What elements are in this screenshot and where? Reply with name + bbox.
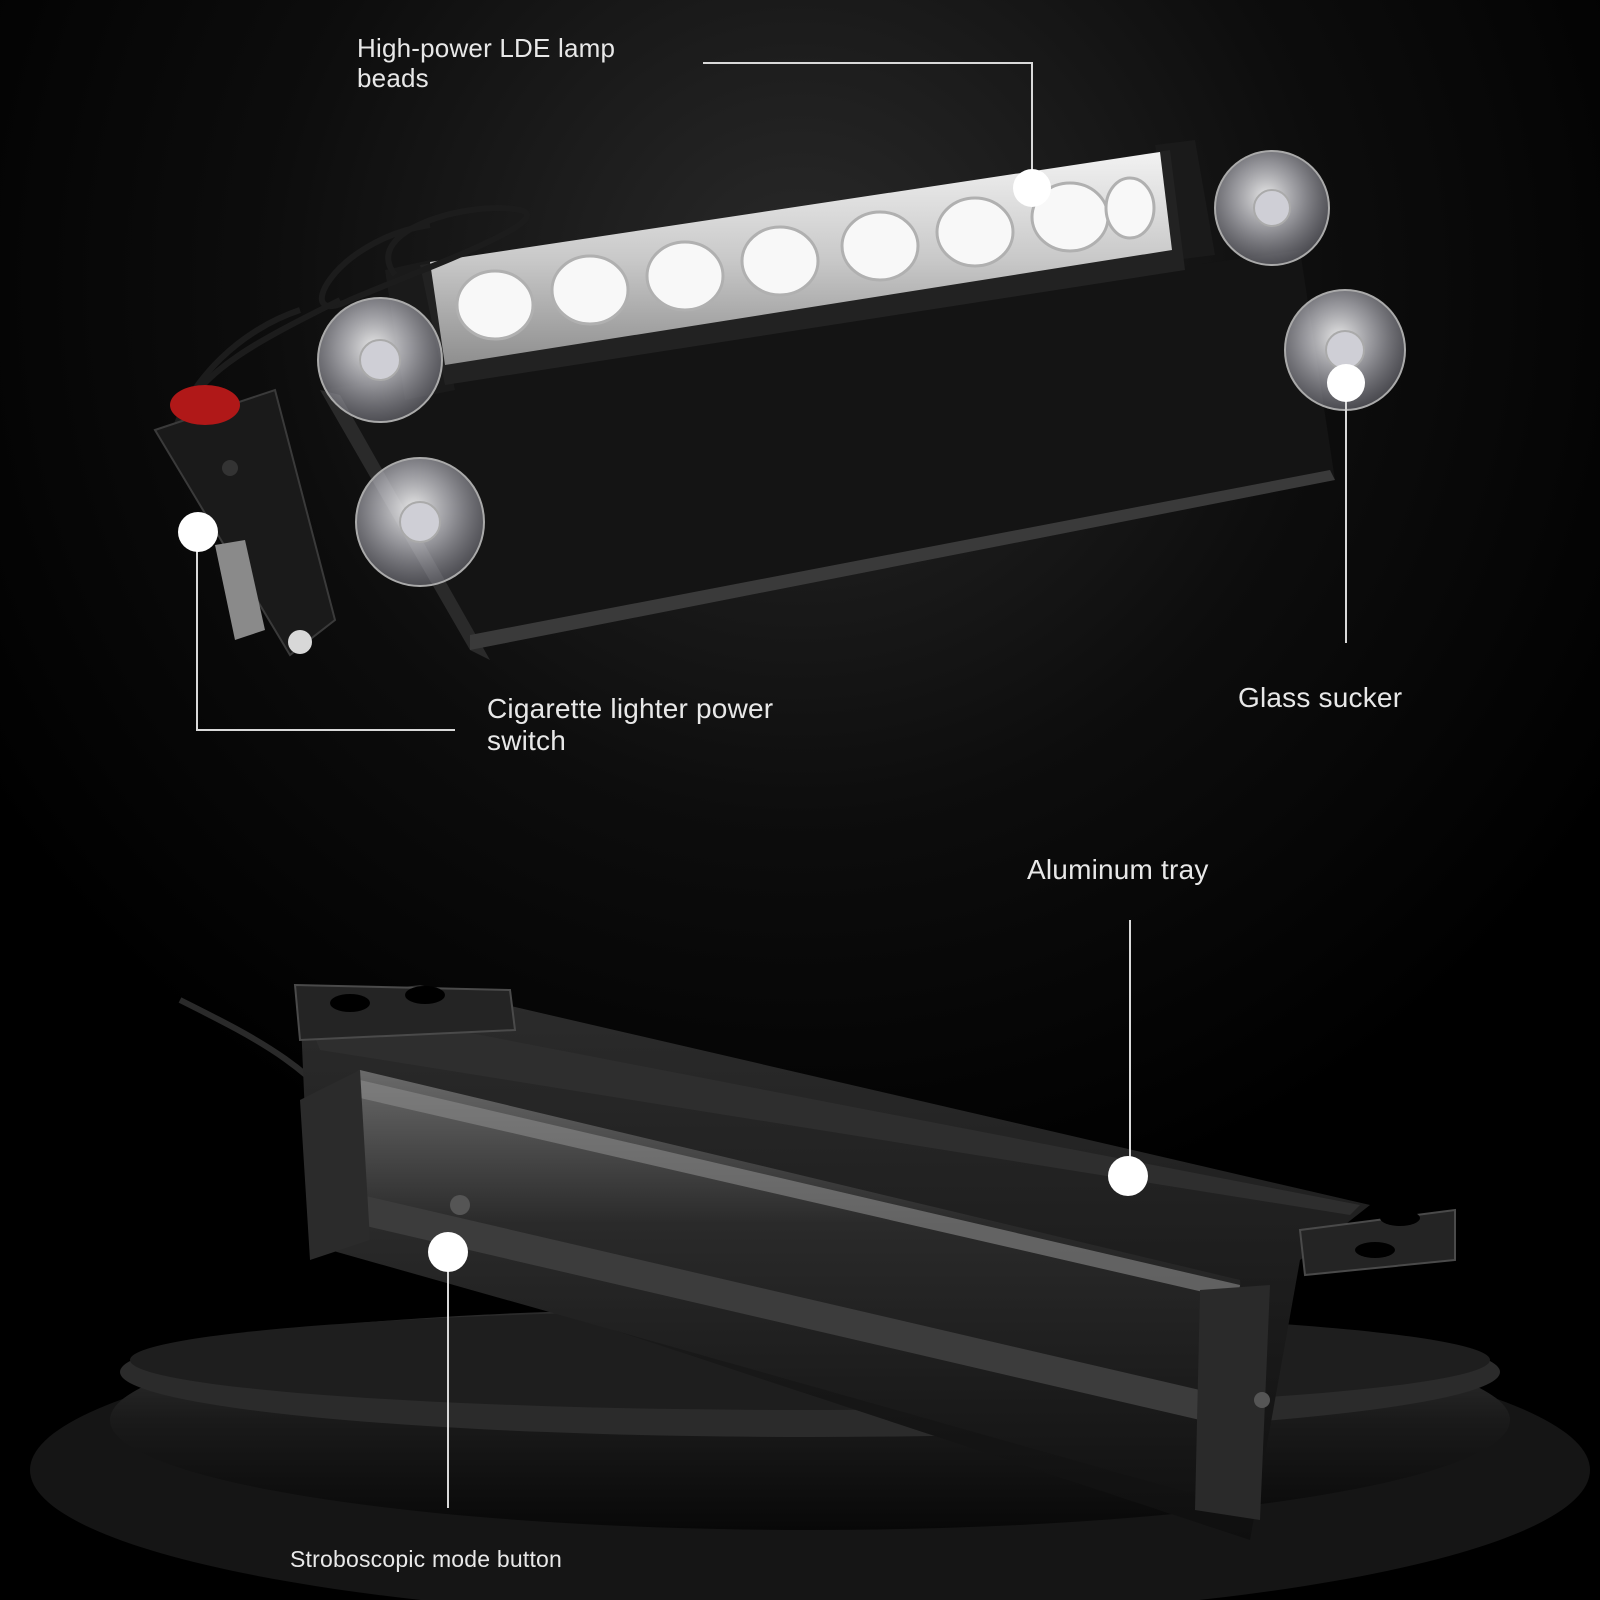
callout-dot-tray — [1108, 1156, 1148, 1196]
aluminum-tray-label: Aluminum tray — [1027, 854, 1209, 885]
cigarette-lighter-plug — [153, 385, 337, 657]
light-bar-front-view — [153, 140, 1406, 660]
glass-sucker-label: Glass sucker — [1238, 682, 1403, 713]
callout-dots — [178, 169, 1365, 1272]
light-bar-rear-view — [178, 983, 1456, 1540]
lamp-beads-label: High-power LDE lamp beads — [357, 33, 616, 93]
strobe-button-hardware — [450, 1195, 470, 1215]
callout-dot-lamp — [1013, 169, 1051, 207]
callout-dot-strobe — [428, 1232, 468, 1272]
lighter-switch-label: Cigarette lighter power switch — [487, 693, 774, 757]
callout-dot-sucker — [1327, 364, 1365, 402]
strobe-button-label: Stroboscopic mode button — [290, 1546, 563, 1572]
suction-cups — [317, 150, 1406, 587]
led-beads — [455, 176, 1156, 341]
callouts — [196, 62, 1347, 1508]
callout-dot-lighter — [178, 512, 218, 552]
